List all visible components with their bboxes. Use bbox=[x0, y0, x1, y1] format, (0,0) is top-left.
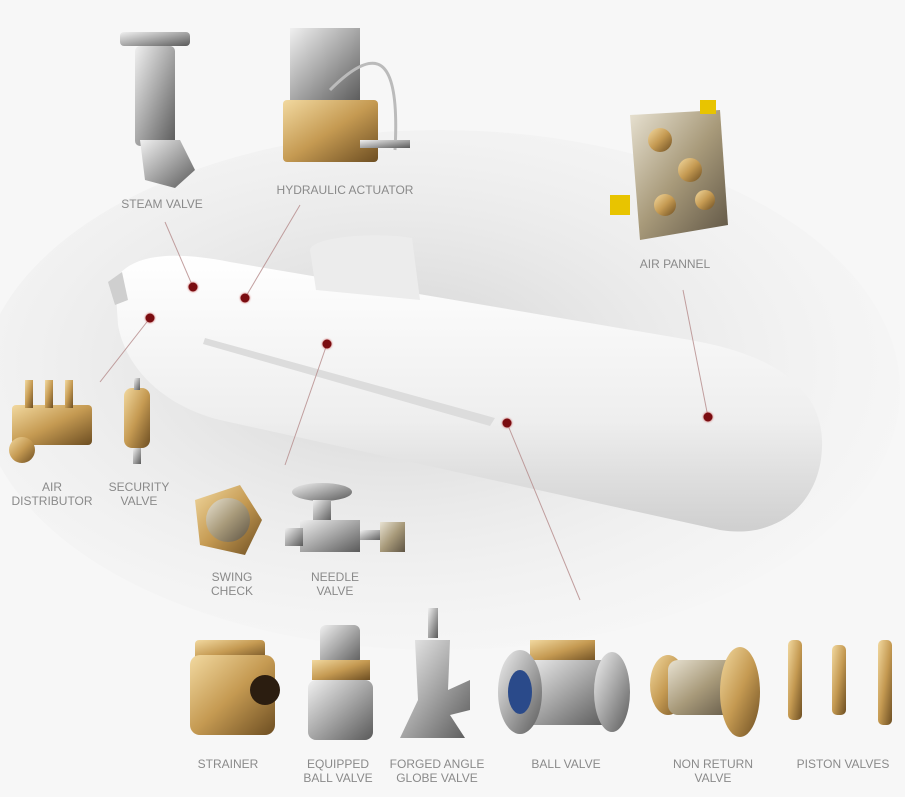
label-ball-valve[interactable]: BALL VALVE bbox=[531, 757, 601, 771]
hydraulic-actuator-image bbox=[283, 28, 410, 162]
air-distributor-image bbox=[9, 380, 92, 463]
forged-angle-globe-valve-image bbox=[400, 608, 470, 738]
label-strainer[interactable]: STRAINER bbox=[197, 757, 259, 771]
label-hydraulic-actuator[interactable]: HYDRAULIC ACTUATOR bbox=[276, 183, 414, 197]
label-line: BALL VALVE bbox=[303, 771, 373, 785]
label-steam-valve[interactable]: STEAM VALVE bbox=[121, 197, 203, 211]
swing-check-image bbox=[195, 485, 262, 555]
submarine bbox=[108, 235, 823, 532]
label-line: GLOBE VALVE bbox=[396, 771, 478, 785]
non-return-valve-image bbox=[650, 647, 760, 737]
marker-steam-valve[interactable] bbox=[188, 282, 198, 292]
label-line: FORGED ANGLE bbox=[389, 757, 485, 771]
equipped-ball-valve-image bbox=[308, 625, 373, 740]
strainer-image bbox=[190, 640, 280, 735]
label-line: VALVE bbox=[694, 771, 732, 785]
label-line: SECURITY bbox=[108, 480, 170, 494]
label-line: AIR bbox=[41, 480, 62, 494]
label-line: DISTRIBUTOR bbox=[11, 494, 93, 508]
label-line: NEEDLE bbox=[310, 570, 360, 584]
needle-valve-image bbox=[285, 483, 405, 552]
label-line: VALVE bbox=[316, 584, 354, 598]
steam-valve-image bbox=[120, 32, 195, 188]
air-pannel-image bbox=[610, 100, 728, 240]
label-line: CHECK bbox=[210, 584, 254, 598]
label-line: EQUIPPED bbox=[306, 757, 369, 771]
label-line: VALVE bbox=[120, 494, 158, 508]
label-line: NON RETURN bbox=[673, 757, 753, 771]
marker-ball-valve[interactable] bbox=[502, 418, 512, 428]
ball-valve-image bbox=[498, 640, 630, 734]
marker-air-pannel[interactable] bbox=[703, 412, 713, 422]
marker-needle-valve[interactable] bbox=[322, 339, 332, 349]
label-piston-valves[interactable]: PISTON VALVES bbox=[796, 757, 890, 771]
connector-lines bbox=[99, 204, 709, 601]
marker-air-distributor[interactable] bbox=[145, 313, 155, 323]
security-valve-image bbox=[124, 378, 150, 464]
piston-valves-image bbox=[788, 640, 892, 725]
label-line: SWING bbox=[211, 570, 253, 584]
label-air-pannel[interactable]: AIR PANNEL bbox=[639, 257, 711, 271]
marker-hydraulic-actuator[interactable] bbox=[240, 293, 250, 303]
